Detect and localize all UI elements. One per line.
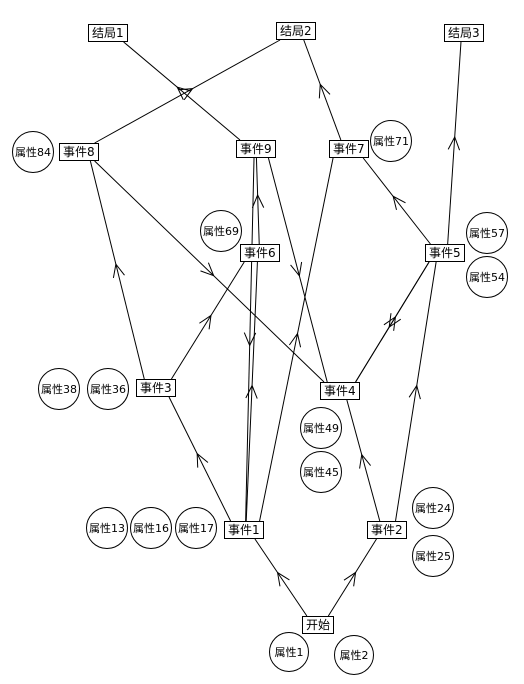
node-ending-3[interactable]: 结局3 xyxy=(444,24,484,42)
arrowhead-start-e2 xyxy=(343,571,357,587)
attribute-2-circle[interactable]: 属性2 xyxy=(334,635,374,675)
attribute-54-circle[interactable]: 属性54 xyxy=(466,256,508,298)
edge-e3-e8 xyxy=(89,160,145,380)
arrowhead-e3-e8 xyxy=(112,262,125,279)
node-event-4[interactable]: 事件4 xyxy=(320,382,360,400)
edge-e8-end2 xyxy=(94,39,281,144)
attribute-71-circle[interactable]: 属性71 xyxy=(370,120,412,162)
edge-e2-e4 xyxy=(346,399,381,522)
node-event-7[interactable]: 事件7 xyxy=(329,140,369,158)
edge-e2-e5 xyxy=(395,261,437,522)
arrowhead-e1-e6 xyxy=(245,384,258,399)
arrowhead-e5-end3 xyxy=(447,135,461,151)
attribute-38-circle[interactable]: 属性38 xyxy=(38,368,80,410)
arrowhead-e8-e4 xyxy=(200,262,215,277)
attribute-57-circle[interactable]: 属性57 xyxy=(466,212,508,254)
arrowhead-e1-e3 xyxy=(196,452,209,468)
edge-e6-e9 xyxy=(255,157,260,245)
node-start[interactable]: 开始 xyxy=(302,616,335,634)
arrowhead-e7-end2 xyxy=(318,83,331,99)
edge-e3-e6 xyxy=(170,261,245,380)
arrowhead-e2-e5 xyxy=(408,384,421,400)
arrowhead-e1-e7 xyxy=(288,332,302,348)
arrowhead-e8-end2 xyxy=(178,87,194,101)
attribute-16-circle[interactable]: 属性16 xyxy=(130,507,172,549)
attribute-24-circle[interactable]: 属性24 xyxy=(412,487,454,529)
edge-e9-e1 xyxy=(245,157,255,522)
attribute-45-circle[interactable]: 属性45 xyxy=(300,451,342,493)
edge-e5-end3 xyxy=(447,41,462,245)
node-ending-2[interactable]: 结局2 xyxy=(276,22,316,40)
attribute-84-circle[interactable]: 属性84 xyxy=(12,131,54,173)
node-event-9[interactable]: 事件9 xyxy=(236,140,276,158)
edge-e9-e4 xyxy=(267,157,328,383)
node-event-5[interactable]: 事件5 xyxy=(425,244,465,262)
arrowhead-e9-e1 xyxy=(243,332,257,347)
arrowhead-e6-e9 xyxy=(251,193,265,209)
arrowhead-e9-end1 xyxy=(176,86,191,100)
arrowhead-e3-e6 xyxy=(199,314,212,330)
edge-e5-e7 xyxy=(362,157,431,245)
attribute-1-circle[interactable]: 属性1 xyxy=(269,632,309,672)
attribute-69-circle[interactable]: 属性69 xyxy=(200,210,242,252)
edge-e1-e3 xyxy=(168,396,232,522)
attribute-13-circle[interactable]: 属性13 xyxy=(86,507,128,549)
node-event-6[interactable]: 事件6 xyxy=(240,244,280,262)
edge-e9-end1 xyxy=(123,41,241,141)
attribute-17-circle[interactable]: 属性17 xyxy=(175,507,217,549)
edge-e1-e6 xyxy=(245,261,258,522)
node-event-3[interactable]: 事件3 xyxy=(136,379,176,397)
arrowhead-e2-e4 xyxy=(359,453,371,469)
edge-start-e1 xyxy=(254,538,308,617)
edge-e5-e4 xyxy=(355,261,430,383)
node-event-2[interactable]: 事件2 xyxy=(367,521,407,539)
arrowhead-e5-e4 xyxy=(388,313,402,329)
edge-e8-e4 xyxy=(94,160,325,383)
attribute-36-circle[interactable]: 属性36 xyxy=(87,368,129,410)
arrowhead-e5-e7 xyxy=(392,195,406,210)
attribute-49-circle[interactable]: 属性49 xyxy=(300,407,342,449)
arrowhead-e9-e4 xyxy=(290,261,303,277)
edge-start-e2 xyxy=(327,538,377,617)
node-ending-1[interactable]: 结局1 xyxy=(88,24,128,42)
node-event-1[interactable]: 事件1 xyxy=(224,521,264,539)
node-event-8[interactable]: 事件8 xyxy=(59,143,99,161)
edge-e1-e7 xyxy=(259,157,334,522)
arrowhead-start-e1 xyxy=(276,571,290,587)
edge-e7-end2 xyxy=(303,39,342,141)
attribute-25-circle[interactable]: 属性25 xyxy=(412,535,454,577)
